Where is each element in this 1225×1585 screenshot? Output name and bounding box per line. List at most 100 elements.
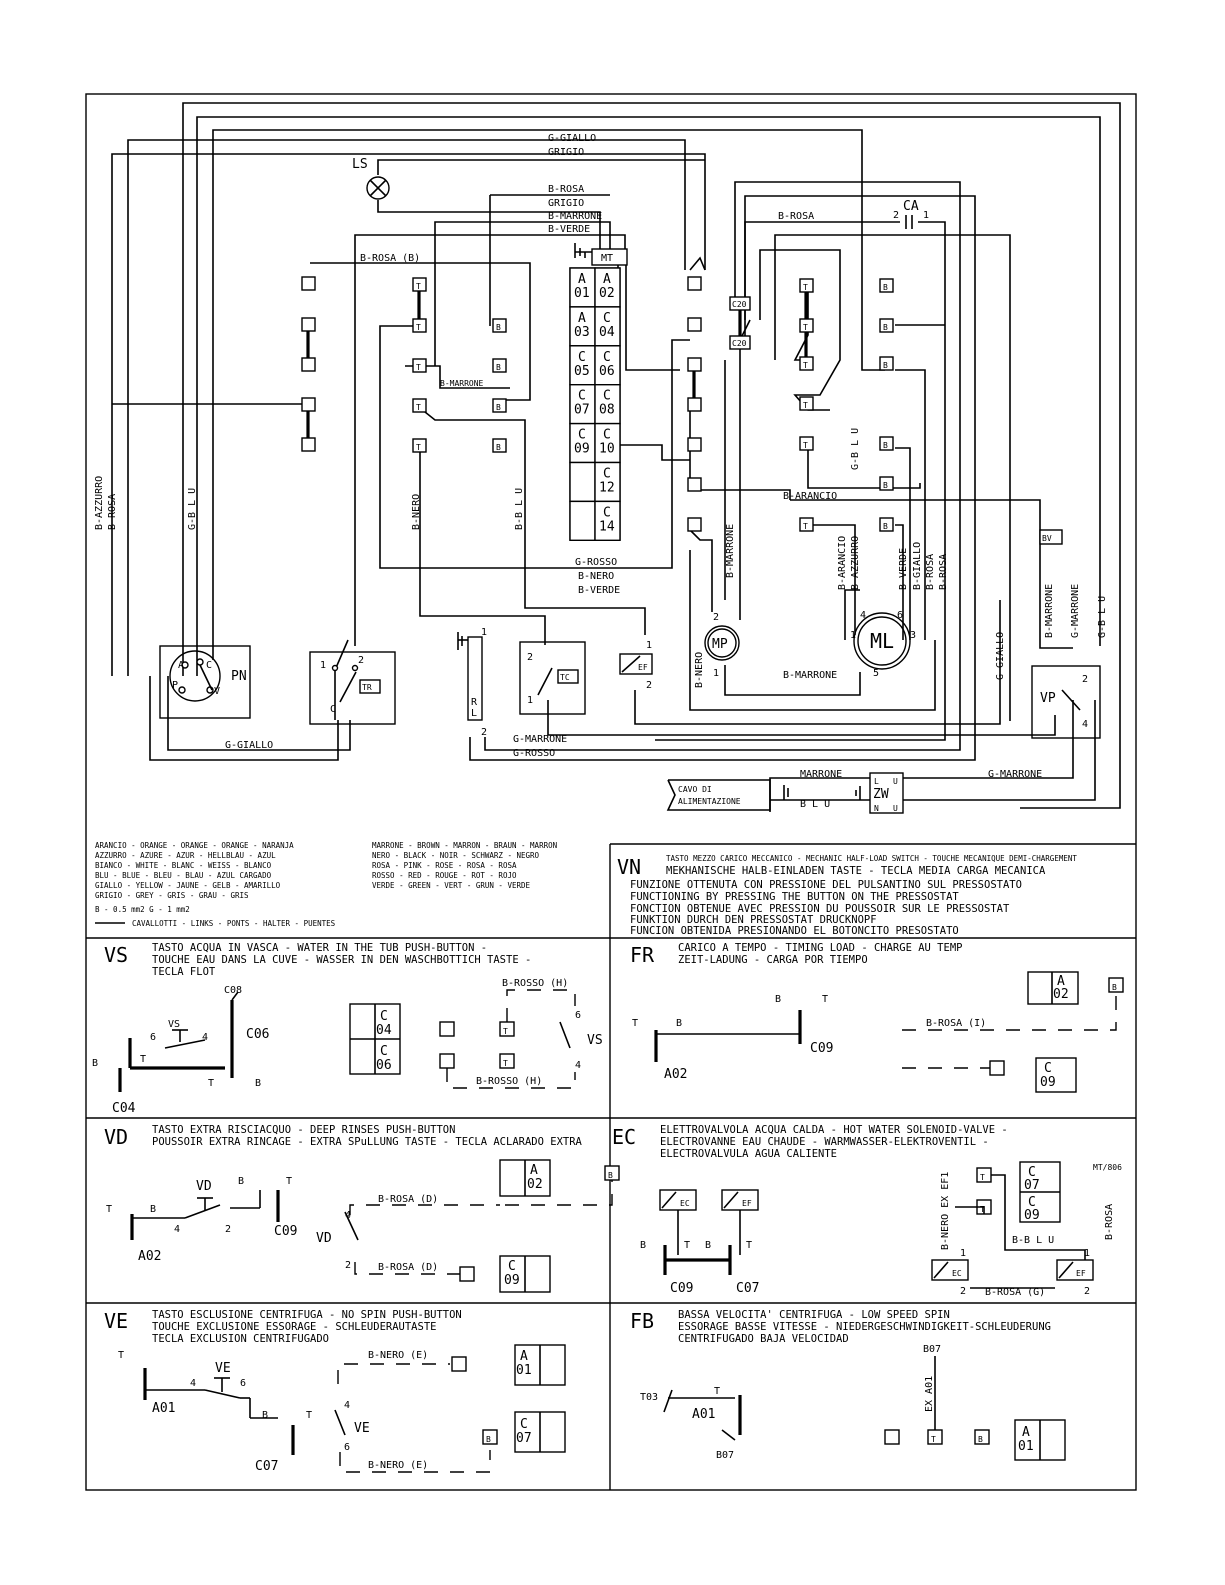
svg-text:B-AZZURRO: B-AZZURRO xyxy=(850,536,861,590)
svg-text:T: T xyxy=(746,1240,752,1251)
svg-text:B-NERO (E): B-NERO (E) xyxy=(368,1350,428,1361)
svg-text:T: T xyxy=(286,1176,292,1187)
timer-cell-number: 03 xyxy=(574,325,590,340)
svg-text:B - 0.5 mm2 G - 1 mm2: B - 0.5 mm2 G - 1 mm2 xyxy=(95,905,190,914)
svg-text:2: 2 xyxy=(481,727,487,738)
t-b-terminals-right: T T T T T T B B B B B B xyxy=(799,278,894,532)
svg-text:VD: VD xyxy=(316,1231,332,1246)
svg-text:T: T xyxy=(632,1018,638,1029)
svg-text:B-ROSA (D): B-ROSA (D) xyxy=(378,1194,438,1205)
svg-text:T03: T03 xyxy=(640,1392,658,1403)
svg-text:C: C xyxy=(206,660,212,671)
svg-text:ELECTROVALVULA AGUA CALIENTE: ELECTROVALVULA AGUA CALIENTE xyxy=(660,1148,837,1160)
svg-text:B: B xyxy=(883,361,888,370)
svg-text:B: B xyxy=(883,522,888,531)
svg-text:B-ROSA: B-ROSA xyxy=(107,494,118,530)
svg-text:4: 4 xyxy=(575,1060,581,1071)
svg-text:1: 1 xyxy=(850,630,856,641)
svg-text:VD: VD xyxy=(104,1125,128,1149)
pressure-switch-pn: A C P V PN xyxy=(159,645,251,719)
svg-text:C09: C09 xyxy=(274,1224,297,1239)
timer-cell xyxy=(594,306,621,347)
terminal-box xyxy=(301,276,316,291)
panel-ec: EC ELETTROVALVOLA ACQUA CALDA - HOT WATE… xyxy=(612,1124,1122,1298)
svg-text:P: P xyxy=(172,680,178,691)
svg-text:02: 02 xyxy=(1053,987,1069,1002)
terminal-box xyxy=(301,317,316,332)
svg-text:B: B xyxy=(608,1171,613,1180)
svg-text:MARRONE - BROWN - MARRON - BRA: MARRONE - BROWN - MARRON - BRAUN - MARRO… xyxy=(372,841,557,850)
svg-text:B-NERO: B-NERO xyxy=(694,652,705,688)
svg-text:V: V xyxy=(214,686,220,697)
svg-text:B-ROSA: B-ROSA xyxy=(778,211,814,222)
terminal-box xyxy=(301,437,316,452)
svg-text:09: 09 xyxy=(504,1273,520,1288)
vertical-wire-labels: B-AZZURRO B-ROSA G-B L U B-NERO B-B L U … xyxy=(94,428,1108,688)
pressure-switch-vp: VP 2 4 xyxy=(1031,665,1101,739)
timer-cell-letter: C xyxy=(603,428,611,443)
panel-fr: FR CARICO A TEMPO - TIMING LOAD - CHARGE… xyxy=(630,942,1124,1093)
svg-text:FONCTION OBTENUE AVEC PRESSION: FONCTION OBTENUE AVEC PRESSION DU POUSSO… xyxy=(630,903,1010,915)
svg-text:C06: C06 xyxy=(246,1027,269,1042)
svg-text:T: T xyxy=(503,1027,508,1036)
svg-text:B: B xyxy=(150,1204,156,1215)
svg-text:G-GIALLO: G-GIALLO xyxy=(995,632,1006,680)
svg-text:VP: VP xyxy=(1040,691,1056,706)
svg-text:1: 1 xyxy=(646,640,652,651)
svg-text:B: B xyxy=(883,283,888,292)
svg-text:C08: C08 xyxy=(224,985,242,996)
svg-text:1: 1 xyxy=(481,627,487,638)
svg-text:B: B xyxy=(883,481,888,490)
connector-blocks-left xyxy=(112,276,316,452)
svg-text:G-ROSSO: G-ROSSO xyxy=(575,557,617,568)
svg-text:A: A xyxy=(1057,974,1065,989)
svg-text:T: T xyxy=(803,401,808,410)
svg-text:T: T xyxy=(684,1240,690,1251)
svg-text:G-MARRONE: G-MARRONE xyxy=(513,734,567,745)
svg-text:L: L xyxy=(471,708,477,719)
svg-text:R: R xyxy=(471,697,478,708)
svg-text:T: T xyxy=(416,443,421,452)
svg-text:B: B xyxy=(496,363,501,372)
svg-text:4: 4 xyxy=(202,1032,208,1043)
svg-text:C07: C07 xyxy=(736,1281,759,1296)
svg-text:6: 6 xyxy=(344,1442,350,1453)
svg-text:T: T xyxy=(140,1054,146,1065)
svg-text:B-MARRONE: B-MARRONE xyxy=(1044,584,1055,638)
svg-text:B L U: B L U xyxy=(800,799,830,810)
svg-text:MT/806: MT/806 xyxy=(1093,1163,1122,1172)
timer-cell xyxy=(569,461,596,503)
svg-text:T: T xyxy=(980,1173,985,1182)
svg-text:C: C xyxy=(1028,1195,1036,1210)
svg-text:4: 4 xyxy=(174,1224,180,1235)
timer-cell-letter: C xyxy=(603,350,611,365)
svg-text:1: 1 xyxy=(960,1248,966,1259)
svg-text:TECLA EXCLUSION CENTRIFUGADO: TECLA EXCLUSION CENTRIFUGADO xyxy=(152,1333,329,1345)
svg-text:ZW: ZW xyxy=(873,787,889,802)
svg-text:C: C xyxy=(520,1417,528,1432)
panel-fb: FB BASSA VELOCITA' CENTRIFUGA - LOW SPEE… xyxy=(630,1309,1066,1461)
svg-text:C: C xyxy=(508,1259,516,1274)
panel-vs: VS TASTO ACQUA IN VASCA - WATER IN THE T… xyxy=(92,942,603,1116)
timer-cell xyxy=(594,500,621,541)
svg-text:B-ROSA (D): B-ROSA (D) xyxy=(378,1262,438,1273)
svg-text:TOUCHE EXCLUSIONE ESSORAGE - S: TOUCHE EXCLUSIONE ESSORAGE - SCHLEUDERAU… xyxy=(152,1321,436,1333)
svg-text:TC: TC xyxy=(560,673,570,682)
svg-text:B-ROSA (I): B-ROSA (I) xyxy=(926,1018,986,1029)
svg-text:T: T xyxy=(503,1059,508,1068)
svg-text:B: B xyxy=(705,1240,711,1251)
svg-text:B07: B07 xyxy=(923,1344,941,1355)
svg-text:NERO - BLACK - NOIR - SCHWARZ: NERO - BLACK - NOIR - SCHWARZ - NEGRO xyxy=(372,851,540,860)
svg-text:C07: C07 xyxy=(255,1459,278,1474)
svg-text:ML: ML xyxy=(870,629,894,653)
svg-text:3: 3 xyxy=(910,630,916,641)
svg-text:B-ROSSO (H): B-ROSSO (H) xyxy=(476,1076,542,1087)
svg-text:AZZURRO - AZURE - AZUR - HELLB: AZZURRO - AZURE - AZUR - HELLBLAU - AZUL xyxy=(95,851,276,860)
timer-cell-number: 14 xyxy=(599,519,615,534)
timer-cell-number: 10 xyxy=(599,442,615,457)
svg-text:A01: A01 xyxy=(692,1407,715,1422)
svg-text:MARRONE: MARRONE xyxy=(800,769,842,780)
svg-text:6: 6 xyxy=(575,1010,581,1021)
thermostat-tr: TR 1 2 C xyxy=(309,651,396,725)
